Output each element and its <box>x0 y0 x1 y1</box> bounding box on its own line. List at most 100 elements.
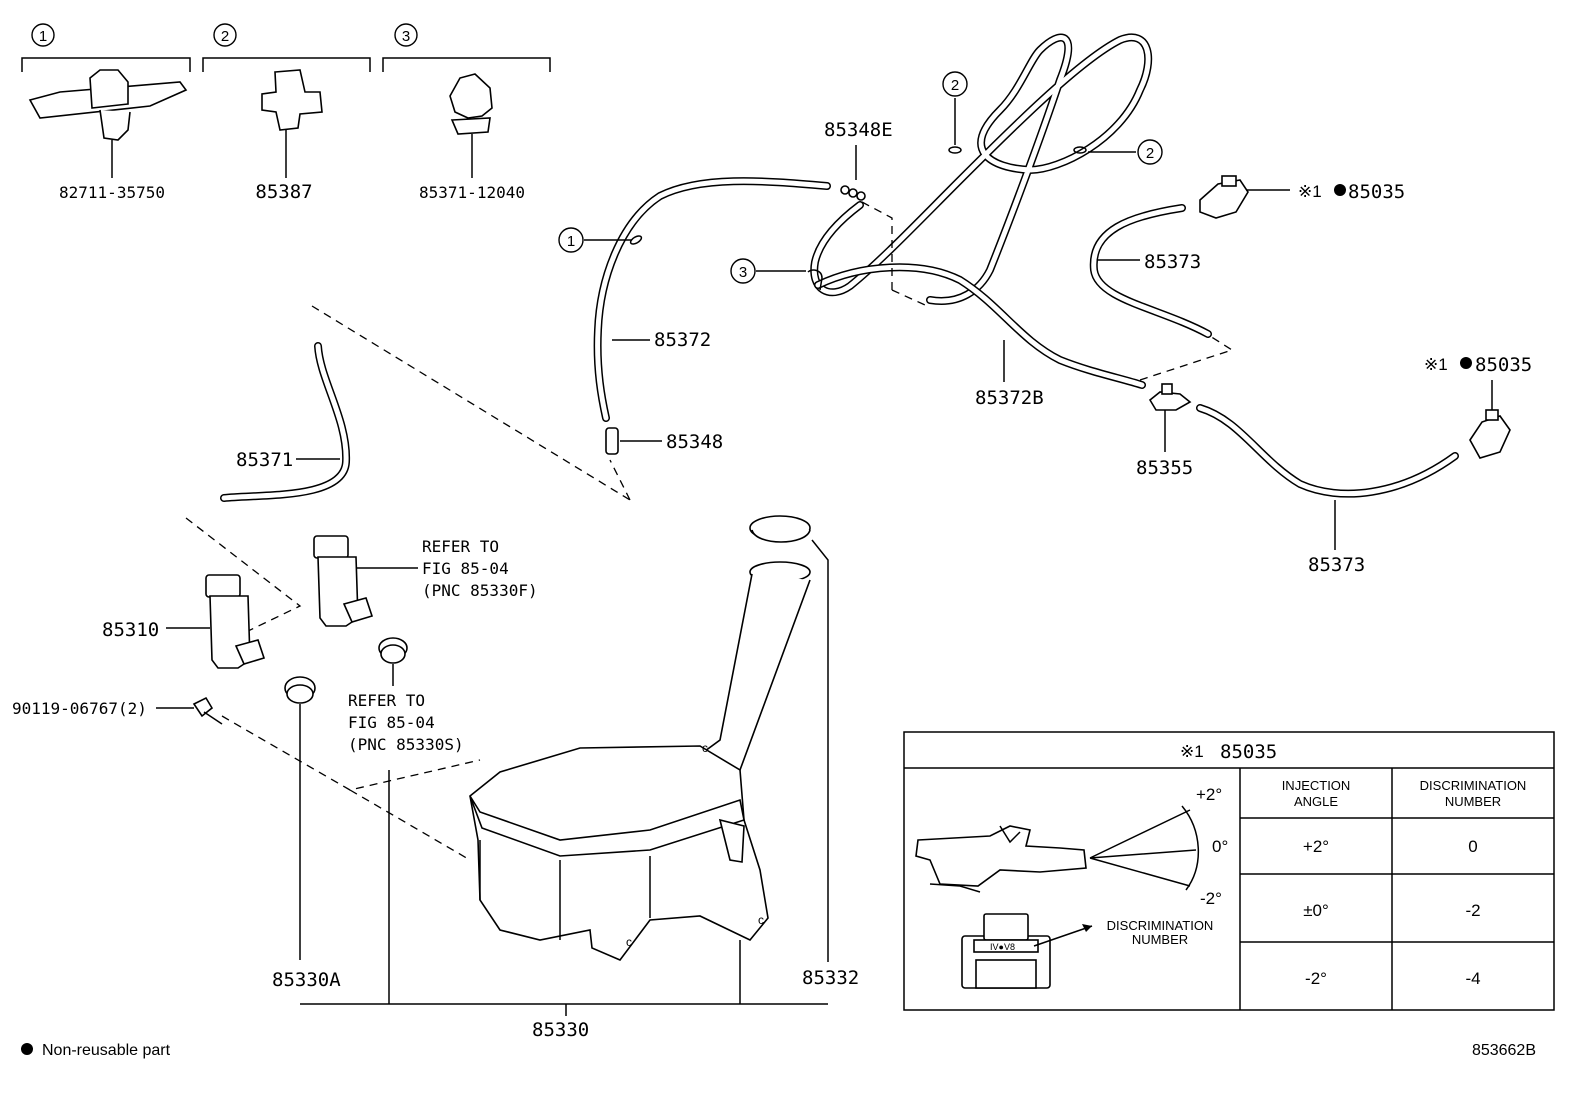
upper-hose-assembly <box>584 33 1511 550</box>
upper-part-labels: 85348E 85372 85348 85372B 85373 85355 85… <box>654 119 1532 576</box>
route-callout-2b: 2 <box>1146 145 1154 162</box>
nozzle-85035-lower <box>1469 409 1511 459</box>
refer-f-line-3: (PNC 85330F) <box>422 581 538 600</box>
row-1-number: 0 <box>1468 837 1477 856</box>
callout-circle-route-1 <box>558 227 584 253</box>
col-header-angle-2: ANGLE <box>1294 794 1338 809</box>
row-3-number: -4 <box>1465 969 1480 988</box>
route-callout-3: 3 <box>739 264 747 281</box>
clip-2-bracket <box>202 57 371 72</box>
label-85310: 85310 <box>102 619 159 641</box>
refer-f-line-2: FIG 85-04 <box>422 559 509 578</box>
inset-nozzle-drawing: +2° 0° -2° <box>915 785 1228 908</box>
grommet-85330A <box>284 676 316 704</box>
connector-85348 <box>605 427 619 455</box>
row-2-number: -2 <box>1465 901 1480 920</box>
inset-title-mark: ※1 <box>1180 742 1204 761</box>
joint-85348E <box>840 185 866 201</box>
row-1-angle: +2° <box>1303 837 1329 856</box>
clip-2-icon <box>261 69 323 178</box>
tank-assembly: c c c <box>156 305 829 1016</box>
callout-circle-route-2a <box>942 71 968 97</box>
pump-85330F <box>313 535 374 627</box>
clip-1-number: 1 <box>39 28 47 45</box>
callout-circle-3 <box>394 23 418 47</box>
refer-s-line-3: (PNC 85330S) <box>348 735 464 754</box>
note-mark-lower: ※1 <box>1424 355 1448 374</box>
label-85348: 85348 <box>666 431 723 453</box>
refer-s-line-2: FIG 85-04 <box>348 713 435 732</box>
clip-3-group: 3 85371-12040 <box>382 23 551 202</box>
callout-circle-route-3 <box>730 258 756 284</box>
clip-2-part-number: 85387 <box>255 181 312 203</box>
clip-2-number: 2 <box>221 28 229 45</box>
footer: Non-reusable part 853662B <box>21 1042 1536 1059</box>
clip-1-part-number: 82711-35750 <box>59 183 165 202</box>
refer-f-line-1: REFER TO <box>422 537 499 556</box>
hose-85371 <box>220 342 351 502</box>
clip-legend: 1 82711-35750 2 85387 3 <box>21 23 551 203</box>
col-header-number-1: DISCRIMINATION <box>1420 778 1527 793</box>
route-callouts: 1 2 2 3 <box>558 71 1163 284</box>
angle-label-top: +2° <box>1196 785 1222 804</box>
label-90119: 90119-06767(2) <box>12 699 147 718</box>
clip-3-part-number: 85371-12040 <box>419 183 525 202</box>
label-85332: 85332 <box>802 967 859 989</box>
label-85348E: 85348E <box>824 119 893 141</box>
label-85035-lower: 85035 <box>1475 354 1532 376</box>
clip-2-group: 2 85387 <box>202 23 371 203</box>
angle-label-bot: -2° <box>1200 889 1222 908</box>
clip-1-bracket <box>21 57 191 72</box>
svg-text:c: c <box>702 741 708 755</box>
clip-1-group: 1 82711-35750 <box>21 23 191 202</box>
label-85372: 85372 <box>654 329 711 351</box>
nozzle-85035-upper <box>1199 175 1249 219</box>
clip-3-bracket <box>382 57 551 72</box>
non-reusable-dot-icon <box>21 1043 33 1055</box>
label-85373-upper: 85373 <box>1144 251 1201 273</box>
discrimination-label-2: NUMBER <box>1132 932 1188 947</box>
label-85330: 85330 <box>532 1019 589 1041</box>
col-header-angle-1: INJECTION <box>1282 778 1351 793</box>
label-85373-lower: 85373 <box>1308 554 1365 576</box>
hose-clip-3 <box>807 269 823 291</box>
clip-1-icon <box>28 69 188 178</box>
callout-circle-route-2b <box>1137 139 1163 165</box>
label-85035-upper: 85035 <box>1348 181 1405 203</box>
callout-circle-1 <box>31 23 55 47</box>
hose-85372 <box>593 177 831 422</box>
row-2-angle: ±0° <box>1303 901 1329 920</box>
non-reusable-dot-icon <box>1460 357 1472 369</box>
col-header-number-2: NUMBER <box>1445 794 1501 809</box>
hose-clip-2a <box>948 146 962 154</box>
label-85330A: 85330A <box>272 969 341 991</box>
discrimination-label-1: DISCRIMINATION <box>1107 918 1214 933</box>
angle-label-mid: 0° <box>1212 837 1228 856</box>
cap-85332 <box>749 515 811 543</box>
label-85371: 85371 <box>236 449 293 471</box>
hose-clip-2b <box>1073 146 1087 154</box>
pump-85310 <box>205 574 266 669</box>
row-3-angle: -2° <box>1305 969 1327 988</box>
joint-85355 <box>1148 383 1192 411</box>
svg-text:c: c <box>626 935 632 949</box>
svg-text:IV●V8: IV●V8 <box>990 942 1015 952</box>
grommet-85330S <box>378 637 408 664</box>
inset-connector-drawing: IV●V8 DISCRIMINATION NUMBER <box>961 913 1214 989</box>
route-callout-2a: 2 <box>951 77 959 94</box>
clip-3-number: 3 <box>402 28 410 45</box>
inset-title-part: 85035 <box>1220 741 1277 763</box>
bolt-90119 <box>192 696 223 725</box>
hose-clip-1 <box>629 235 643 245</box>
label-85355: 85355 <box>1136 457 1193 479</box>
route-callout-1: 1 <box>567 233 575 250</box>
non-reusable-dot-icon <box>1334 184 1346 196</box>
refer-s-line-1: REFER TO <box>348 691 425 710</box>
nozzle-spec-inset: ※1 85035 INJECTION ANGLE DISCRIMINATION … <box>903 731 1555 1011</box>
label-85372B: 85372B <box>975 387 1044 409</box>
figure-id: 853662B <box>1472 1042 1536 1059</box>
svg-text:c: c <box>758 913 764 927</box>
tank-85330: c c c <box>469 561 811 961</box>
callout-circle-2 <box>213 23 237 47</box>
